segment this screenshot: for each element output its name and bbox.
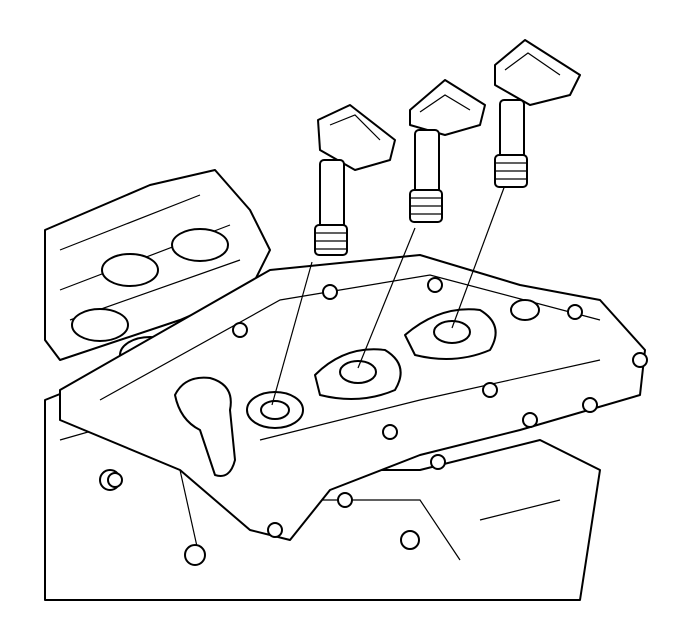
oil-fill-cap (174, 376, 236, 477)
coil-wells (246, 308, 497, 429)
bolts (107, 277, 648, 538)
ignition-coil-3 (494, 39, 581, 188)
ignition-coil-2 (409, 79, 486, 223)
removal-guide-lines (271, 184, 506, 406)
ignition-coil-1 (314, 104, 396, 256)
valve-cover (59, 254, 648, 541)
